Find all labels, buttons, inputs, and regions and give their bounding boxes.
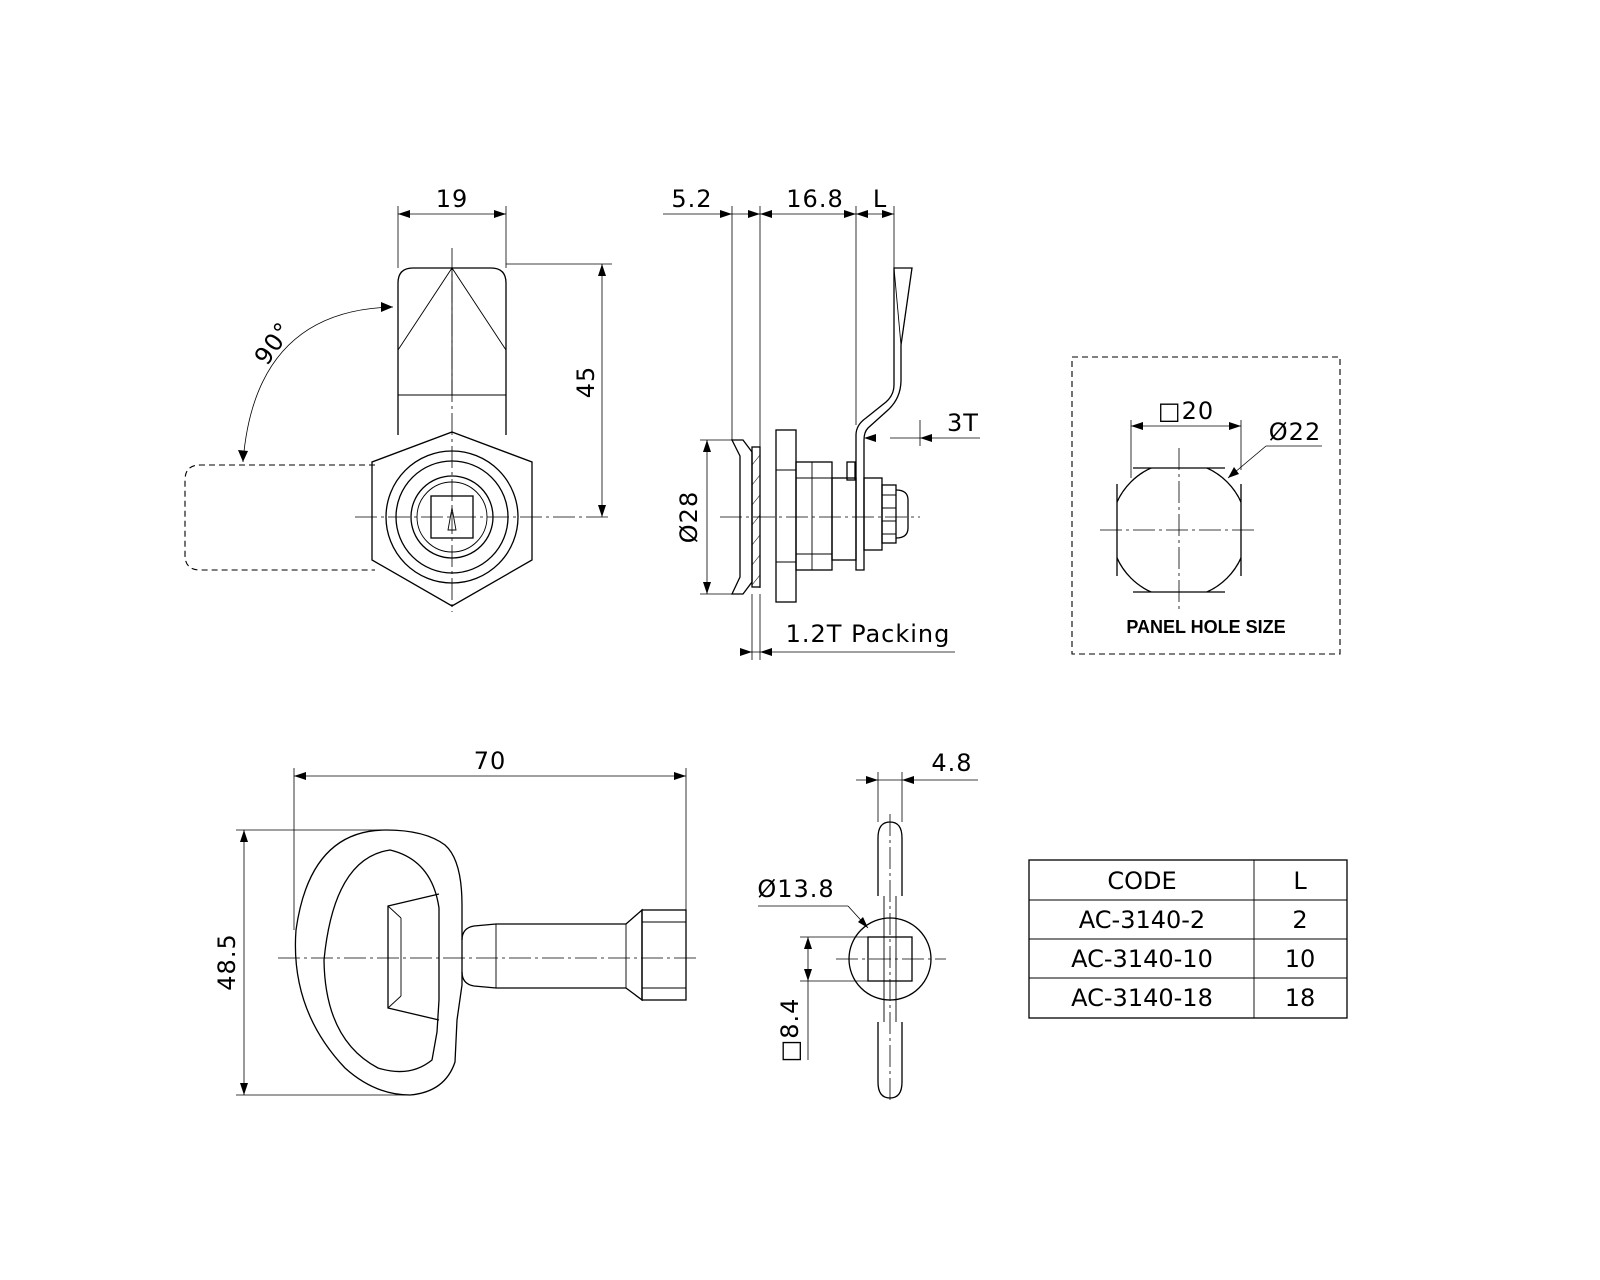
side-view-lock <box>663 206 980 660</box>
table-header-code: CODE <box>1107 867 1176 895</box>
table-cell-code: AC-3140-18 <box>1071 984 1213 1012</box>
code-table <box>1028 859 1348 1019</box>
panel-hole-caption: PANEL HOLE SIZE <box>1126 617 1285 637</box>
panel-hole-diameter-dim: Ø22 <box>1269 418 1321 446</box>
key-end-view <box>758 772 978 1104</box>
table-header-l: L <box>1293 867 1307 895</box>
panel-hole-view <box>1071 356 1341 655</box>
top-view-height-dim: 45 <box>572 366 600 399</box>
table-cell-code: AC-3140-2 <box>1079 906 1205 934</box>
key-height-dim: 48.5 <box>213 933 241 990</box>
side-view-dim-l: L <box>873 185 887 213</box>
key-end-square-dim: □8.4 <box>776 998 804 1063</box>
key-end-thickness-dim: 4.8 <box>931 749 972 777</box>
table-cell-l: 2 <box>1292 906 1307 934</box>
table-cell-code: AC-3140-10 <box>1071 945 1213 973</box>
side-view-dim-b: 16.8 <box>786 185 843 213</box>
top-view-lock <box>184 206 612 612</box>
side-view-dim-a: 5.2 <box>671 185 712 213</box>
table-cell-l: 10 <box>1285 945 1316 973</box>
side-view-dim-t: 3T <box>947 409 979 437</box>
key-view <box>236 768 698 1096</box>
side-view-diameter-dim: Ø28 <box>675 491 703 543</box>
key-end-diameter-dim: Ø13.8 <box>757 875 834 903</box>
panel-hole-square-dim: □20 <box>1158 397 1214 425</box>
top-view-width-dim: 19 <box>436 185 469 213</box>
table-cell-l: 18 <box>1285 984 1316 1012</box>
key-length-dim: 70 <box>474 747 507 775</box>
packing-label: 1.2T Packing <box>786 620 951 648</box>
